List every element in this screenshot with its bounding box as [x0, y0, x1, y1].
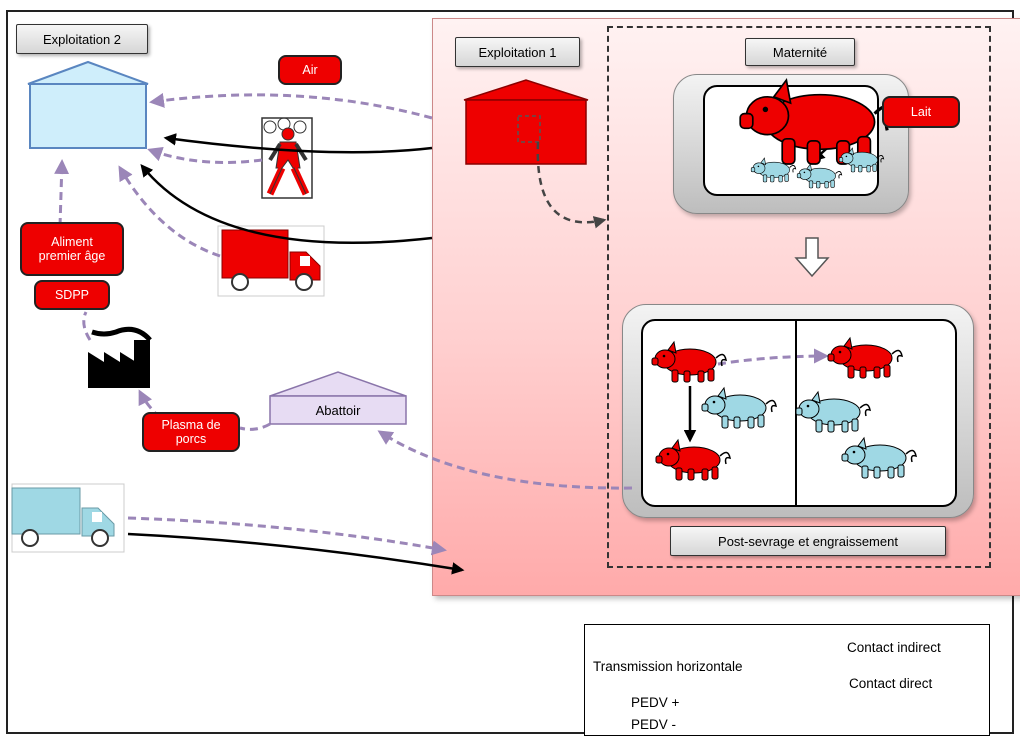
pig-icon-positive	[827, 337, 903, 379]
sow-pig-icon	[738, 78, 898, 166]
person-indirect-arrow	[147, 147, 263, 164]
person-direct-arrow	[163, 133, 433, 154]
legend-pedv-negative: PEDV -	[631, 717, 677, 732]
exploitation2-label: Exploitation 2	[16, 24, 148, 54]
blue-truck-indirect-arrow	[127, 516, 447, 556]
pen-to-abattoir-arrow	[377, 430, 633, 490]
farm1-to-pens-arrow	[536, 141, 607, 229]
legend-transmission: Transmission horizontale	[593, 659, 743, 674]
sdpp-tag: SDPP	[34, 280, 110, 310]
pig-spread-arrow	[717, 348, 829, 366]
blue-truck-direct-arrow	[127, 532, 465, 575]
down-arrow-icon	[794, 237, 830, 278]
air-arrow	[149, 92, 433, 120]
farm2-building-icon	[27, 60, 149, 149]
pig-icon-negative	[841, 437, 917, 479]
abattoir-label: Abattoir	[315, 402, 361, 418]
post-sevrage-label: Post-sevrage et engraissement	[670, 526, 946, 556]
legend-indirect: Contact indirect	[847, 640, 941, 655]
exploitation1-label: Exploitation 1	[455, 37, 580, 67]
farm1-building-icon	[463, 79, 589, 165]
pig-icon-negative	[795, 391, 871, 433]
truck-indirect-arrow	[118, 165, 221, 258]
legend-direct: Contact direct	[849, 676, 933, 691]
air-tag: Air	[278, 55, 342, 85]
lait-tag: Lait	[882, 96, 960, 128]
pig-icon-negative	[701, 387, 777, 429]
pig-icon-positive	[651, 341, 727, 383]
piglet-pig-icon	[796, 163, 843, 189]
abattoir-building-icon	[269, 371, 407, 425]
exploitation1-dashed-boundary	[607, 26, 991, 568]
legend-pedv-positive: PEDV +	[631, 695, 680, 710]
abattoir-to-plasma-arrow	[239, 422, 271, 431]
legend: Transmission horizontale Contact indirec…	[584, 624, 990, 736]
feed-arrow	[54, 159, 70, 227]
sdpp-to-factory-arrow	[82, 311, 92, 341]
pig-icon-positive	[655, 439, 731, 481]
walking-person-icon	[261, 117, 313, 199]
factory-icon	[88, 326, 152, 388]
plasma-tag: Plasma de porcs	[142, 412, 240, 452]
maternite-label: Maternité	[745, 38, 855, 66]
truck-direct-arrow	[140, 164, 433, 245]
aliment-tag: Aliment premier âge	[20, 222, 124, 276]
blue-truck-icon	[11, 483, 125, 553]
